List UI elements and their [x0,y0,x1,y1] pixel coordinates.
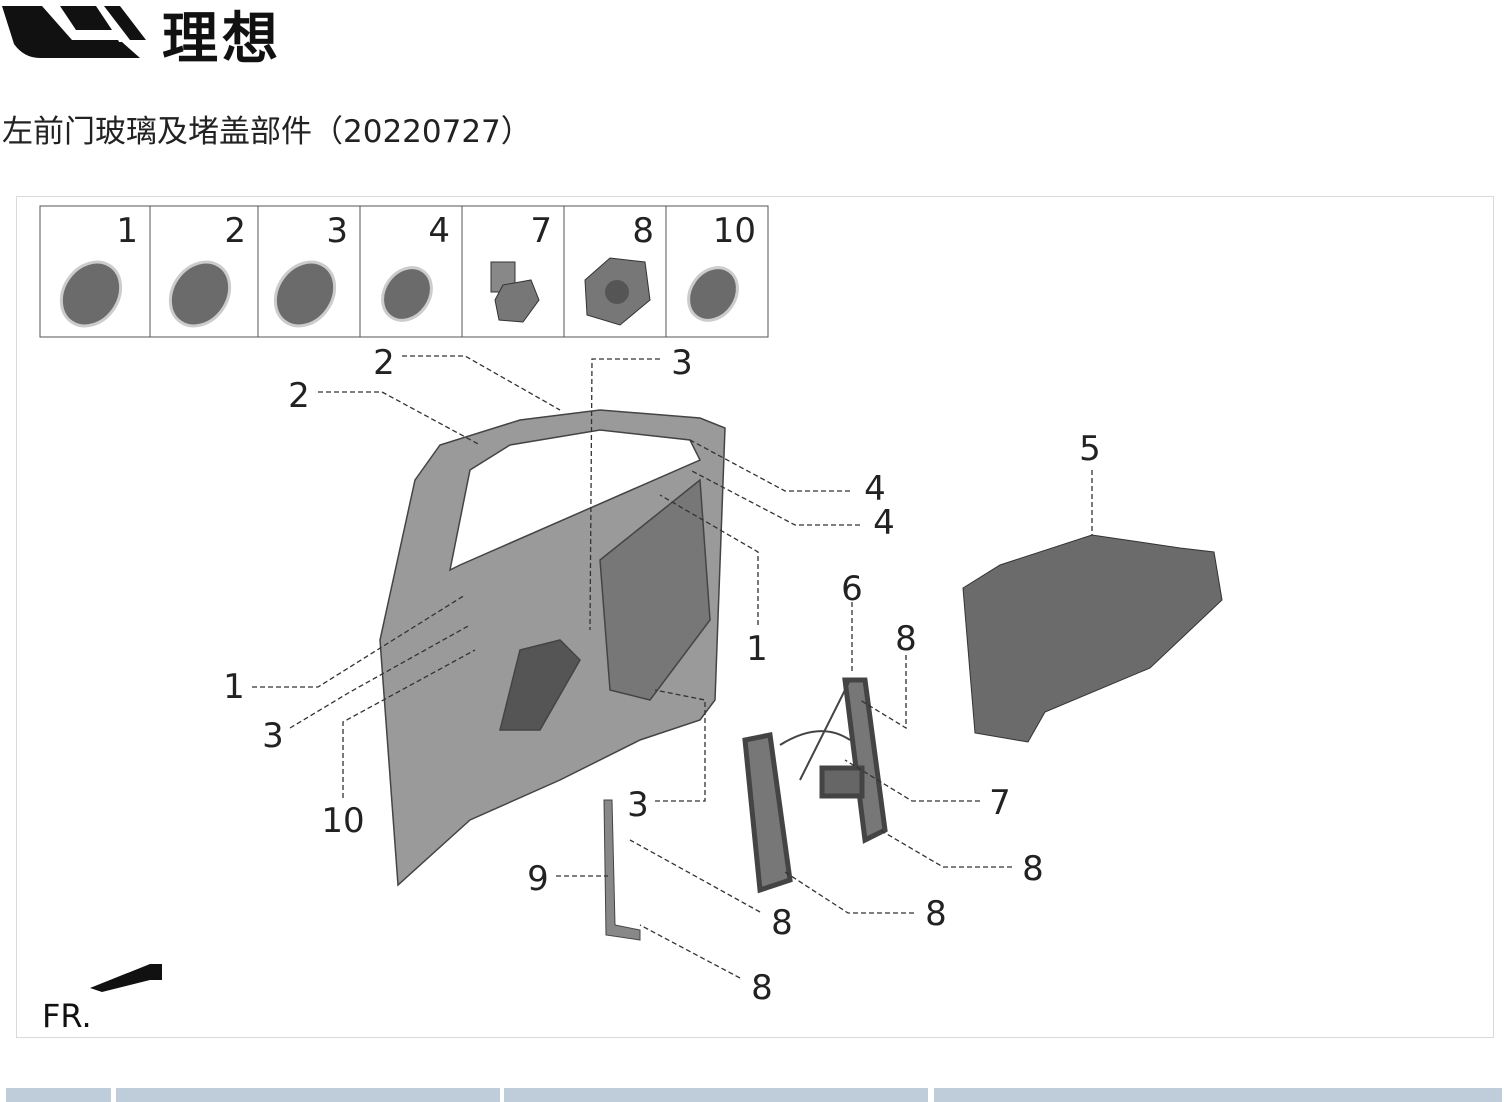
callout-number: 8 [771,903,793,943]
nut-hole-icon [605,280,629,304]
callout-number: 3 [262,716,284,756]
bolt-head-icon [494,279,540,323]
plug-cap-icon [381,266,433,322]
callout-number: 2 [373,343,395,383]
leader-lines [252,355,1093,979]
logo-mark-icon [2,6,146,58]
page-title: 左前门玻璃及堵盖部件（20220727） [2,114,532,150]
plug-cap-icon [59,260,123,328]
direction-label: FR. [42,997,92,1035]
leader-line [318,391,481,446]
thumbnail-label: 4 [428,211,450,251]
callout-number: 3 [671,343,693,383]
callout-number: 5 [1079,429,1101,469]
callout-number: 4 [873,503,895,543]
plug-cap-icon [273,260,337,328]
door-glass [962,534,1223,743]
callout-number: 6 [841,569,863,609]
door-panel [379,409,726,887]
guide-rail [603,799,641,941]
leader-line [879,829,1012,868]
leader-line [402,355,561,411]
window-regulator [742,677,888,894]
callout-number: 10 [321,801,364,841]
thumbnail-label: 10 [713,211,756,251]
callout-number: 9 [527,859,549,899]
thumbnail-label: 8 [632,211,654,251]
callout-number: 8 [925,894,947,934]
leader-line [639,924,741,979]
table-header-cell [6,1088,111,1102]
callout-number: 7 [989,783,1011,823]
leader-line [859,655,907,730]
leader-line [689,469,860,526]
leader-line [589,358,660,631]
callout-number: 8 [895,619,917,659]
brand-logo: 理想 [0,0,320,72]
callout-number: 4 [864,469,886,509]
plug-cap-icon [687,266,739,322]
leader-line [342,649,476,798]
leader-line [654,689,706,802]
leader-line [784,871,914,914]
table-header-cell [504,1088,928,1102]
callout-number: 3 [627,785,649,825]
leader-line [289,624,471,729]
leader-line [659,494,759,625]
callout-number: 2 [288,376,310,416]
diagram-frame [16,196,1494,1038]
callout-number: 8 [1022,849,1044,889]
leader-line [844,759,980,802]
callout-number: 1 [223,667,245,707]
table-header-cell [116,1088,500,1102]
thumbnail-label: 7 [530,211,552,251]
leader-line [689,439,850,492]
callout-number: 8 [751,968,773,1008]
table-header-cell [934,1088,1502,1102]
leader-line [629,839,761,913]
leader-line [252,594,466,688]
thumbnail-label: 2 [224,211,246,251]
brand-name: 理想 [162,7,282,72]
callout-number: 1 [746,629,768,669]
plug-cap-icon [168,260,232,328]
thumbnail-label: 1 [116,211,138,251]
parts-thumbnail-table: 1 2 3 4 7 8 10 [39,205,769,338]
front-direction-arrow-icon [90,964,162,992]
thumbnail-label: 3 [326,211,348,251]
